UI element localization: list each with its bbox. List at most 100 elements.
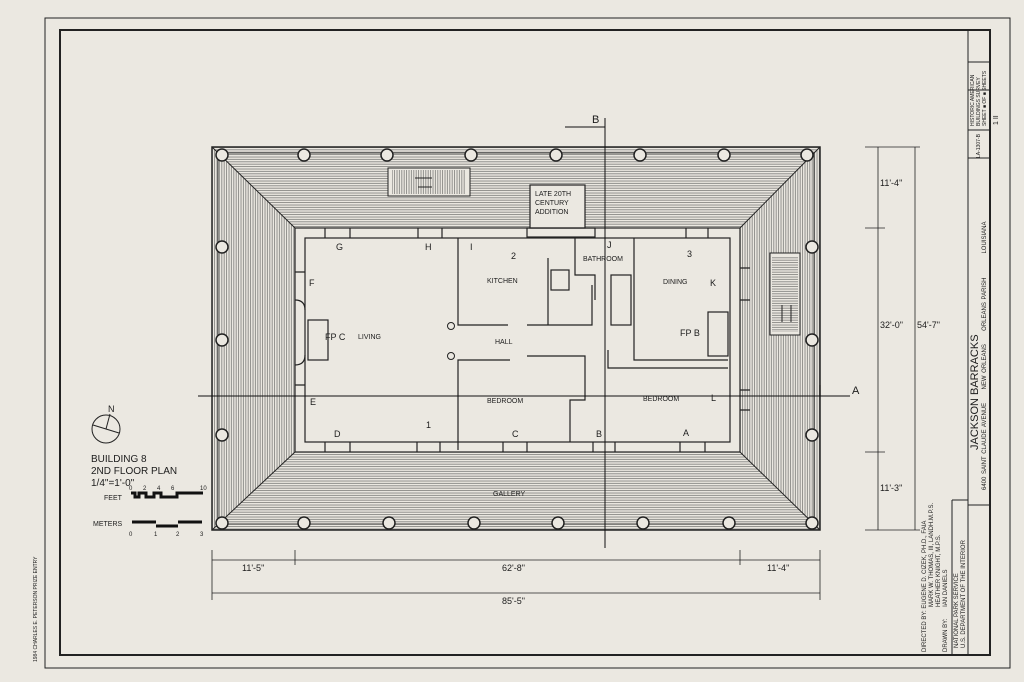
column: [297, 148, 311, 162]
project-location: 6400 SAINT CLAUDE AVENUE NEW ORLEANS ORL…: [982, 222, 989, 490]
feet-tick: 0: [129, 486, 133, 492]
north-arrow: N: [91, 404, 121, 444]
column: [297, 516, 311, 530]
room-bedroom: BEDROOM: [487, 398, 523, 405]
meters-tick: 3: [200, 532, 204, 538]
fireplace-c: FP C: [325, 332, 346, 342]
dimension-total-depth: 54'-7": [917, 320, 940, 330]
number-3: 3: [687, 249, 692, 259]
opening-d: D: [334, 429, 341, 439]
dimensions-bottom: [211, 550, 821, 600]
number-2: 2: [511, 251, 516, 261]
column: [215, 333, 229, 347]
column: [215, 148, 229, 162]
room-gallery: GALLERY: [493, 491, 525, 498]
opening-k: K: [710, 278, 716, 288]
column: [464, 148, 478, 162]
section-mark-a: A: [852, 385, 860, 397]
sheet-count: SHEET ■ OF ■ SHEETS: [982, 70, 988, 126]
dimension-north-gallery: 11'-4": [880, 178, 902, 188]
dimension-west-gallery: 11'-5": [242, 563, 264, 573]
column: [215, 428, 229, 442]
column: [633, 148, 647, 162]
opening-f: F: [309, 278, 315, 288]
drawing-subtitle: 2ND FLOOR PLAN: [91, 466, 177, 477]
column: [382, 516, 396, 530]
addition-label: ADDITION: [535, 209, 568, 216]
column: [215, 516, 229, 530]
director: HEATHER KNIGHT, M.P.S.: [936, 534, 942, 607]
meters-tick: 1: [154, 532, 158, 538]
meters-label: METERS: [93, 521, 123, 528]
column: [805, 333, 819, 347]
drawing-title: BUILDING 8: [91, 454, 147, 465]
column: [549, 148, 563, 162]
drawn-by: IAN DANIELS: [943, 569, 949, 607]
survey-number: LA-1307-B: [976, 134, 982, 158]
opening-c: C: [512, 429, 519, 439]
dimension-building-depth: 32'-0": [880, 320, 903, 330]
column: [805, 516, 819, 530]
feet-tick: 10: [200, 486, 207, 492]
feet-tick: 2: [143, 486, 147, 492]
opening-l: L: [711, 393, 716, 403]
directed-by-block: DIRECTED BY: EUGENE D. CIZEK, PH.D., FAI…: [922, 503, 950, 652]
opening-j: J: [607, 240, 612, 250]
column: [551, 516, 565, 530]
room-labels: LIVING KITCHEN HALL BATHROOM DINING BEDR…: [325, 191, 700, 498]
meters-tick: 2: [176, 532, 180, 538]
dimensions-right: [865, 146, 920, 531]
room-bedroom: BEDROOM: [643, 396, 679, 403]
column: [467, 516, 481, 530]
scale-bar-meters: METERS 0 1 2 3: [93, 520, 204, 538]
opening-a: A: [683, 428, 689, 438]
agency: U.S. DEPARTMENT OF THE INTERIOR: [961, 540, 967, 648]
room-hall: HALL: [495, 339, 513, 346]
room-bathroom: BATHROOM: [583, 256, 623, 263]
meters-tick: 0: [129, 532, 133, 538]
column: [805, 428, 819, 442]
feet-tick: 6: [171, 486, 175, 492]
sheet-number: 1 II: [993, 115, 1000, 125]
title-block: [951, 30, 991, 655]
state: LOUISIANA: [982, 221, 988, 254]
outer-border: [44, 17, 1011, 669]
room-living: LIVING: [358, 334, 381, 341]
section-mark-b: B: [592, 114, 599, 126]
dimension-south-gallery: 11'-3": [880, 483, 902, 493]
project-title: JACKSON BARRACKS: [969, 334, 981, 450]
column: [800, 148, 814, 162]
feet-label: FEET: [104, 495, 123, 502]
column: [636, 516, 650, 530]
opening-e: E: [310, 397, 316, 407]
column: [722, 516, 736, 530]
opening-g: G: [336, 242, 343, 252]
opening-labels: A B C D E F G H I J K L 1 2 3: [309, 240, 716, 439]
walls: [294, 184, 750, 453]
margin-note: 1984 CHARLES E. PETERSON PRIZE ENTRY: [33, 556, 39, 663]
addition-label: LATE 20TH: [535, 191, 571, 198]
directed-by-label: DIRECTED BY:: [922, 610, 928, 652]
column: [717, 148, 731, 162]
column: [215, 240, 229, 254]
room-kitchen: KITCHEN: [487, 278, 518, 285]
columns: [215, 148, 819, 530]
opening-h: H: [425, 242, 432, 252]
drawn-by-label: DRAWN BY:: [943, 618, 949, 652]
stair-north: [387, 167, 471, 197]
room-dining: DINING: [663, 279, 688, 286]
north-label: N: [108, 404, 115, 414]
survey-block: HISTORIC AMERICAN BUILDINGS SURVEY SHEET…: [970, 71, 988, 126]
feet-tick: 4: [157, 486, 161, 492]
scale-bar-feet: FEET 0 2 4 6 10: [104, 486, 207, 502]
column: [380, 148, 394, 162]
drawing-scale: 1/4"=1'-0": [91, 478, 135, 489]
director: EUGENE D. CIZEK, PH.D., FAIA: [922, 520, 928, 609]
city: NEW ORLEANS: [982, 344, 988, 390]
fireplace-b: FP B: [680, 328, 700, 338]
opening-b: B: [596, 429, 602, 439]
parish: ORLEANS PARISH: [982, 277, 988, 331]
stair-east: [769, 252, 801, 336]
director: MARK W. THOMAS, III, LANDH.M.P.S.: [929, 502, 935, 607]
